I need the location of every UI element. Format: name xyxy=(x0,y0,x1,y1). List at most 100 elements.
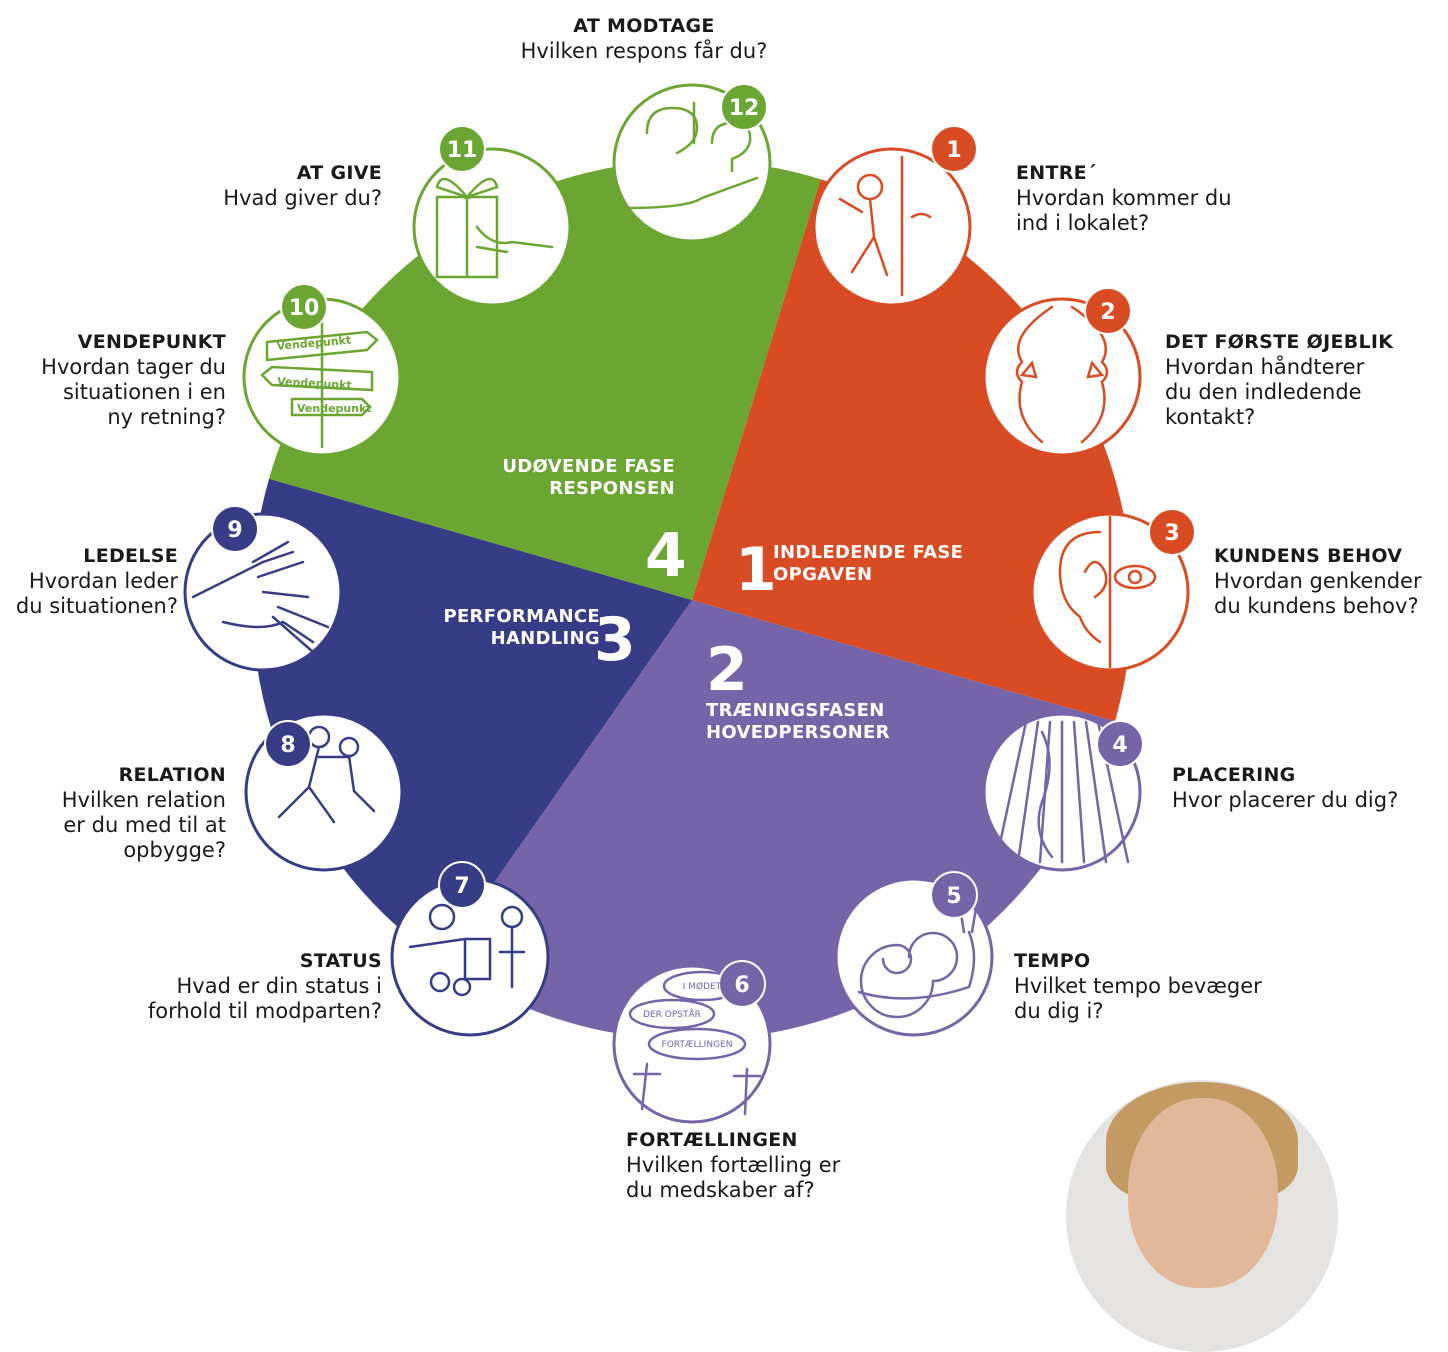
step-9-question: Hvordan leder du situationen? xyxy=(15,569,178,618)
phase-4-line2: RESPONSEN xyxy=(549,478,675,499)
step-1-ring xyxy=(812,147,972,307)
phase-wheel: 123456789VendepunktVendepunktVendepunkt1… xyxy=(183,83,1196,1124)
step-8-circle: 8 xyxy=(244,712,404,872)
step-2-circle: 2 xyxy=(982,287,1142,457)
step-12-title: AT MODTAGE xyxy=(573,15,715,37)
phase-3-line2: HANDLING xyxy=(490,628,600,649)
phase-4-number: 4 xyxy=(645,521,687,591)
step-5-question: Hvilket tempo bevæger du dig i? xyxy=(1014,974,1262,1023)
step-1-circle: 1 xyxy=(812,125,978,307)
step-9-badge-number: 9 xyxy=(227,518,242,543)
speech-bubble-text-2: DER OPSTÅR xyxy=(643,1008,701,1020)
ear-eye-icon xyxy=(1058,515,1157,669)
signpost-text-2: Vendepunkt xyxy=(277,375,352,392)
step-8-question: Hvilken relation er du med til at opbygg… xyxy=(61,788,226,862)
step-6-badge-number: 6 xyxy=(734,973,749,998)
phase-4-line1: UDØVENDE FASE xyxy=(502,456,675,477)
step-11-label: AT GIVE Hvad giver du? xyxy=(180,161,382,211)
step-3-question: Hvordan genkender du kundens behov? xyxy=(1214,569,1422,618)
step-7-label: STATUS Hvad er din status i forhold til … xyxy=(60,949,382,1024)
gift-icon xyxy=(435,177,554,279)
step-4-label: PLACERING Hvor placerer du dig? xyxy=(1172,763,1398,813)
speech-bubble-text-1: I MØDET xyxy=(683,981,722,992)
signpost-icon xyxy=(260,305,379,449)
step-2-badge xyxy=(1084,287,1132,335)
step-5-circle: 5 xyxy=(834,871,994,1037)
hands-icon xyxy=(191,540,330,654)
speech-bubble-text-3: FORTÆLLINGEN xyxy=(662,1040,733,1050)
step-11-circle: 11 xyxy=(412,125,572,307)
dancers-icon xyxy=(277,725,376,824)
step-8-badge-number: 8 xyxy=(280,733,295,758)
phase-4-label: UDØVENDE FASE RESPONSEN xyxy=(430,456,675,500)
phase-2-line2: HOVEDPERSONER xyxy=(706,722,890,743)
phase-1-label: INDLEDENDE FASE OPGAVEN xyxy=(773,542,963,586)
step-3-badge-number: 3 xyxy=(1164,521,1179,546)
step-7-circle: 7 xyxy=(390,861,550,1037)
step-12-badge xyxy=(720,83,768,131)
step-2-label: DET FØRSTE ØJEBLIK Hvordan håndterer du … xyxy=(1165,330,1393,430)
step-4-question: Hvor placerer du dig? xyxy=(1172,788,1399,812)
status-figures-icon xyxy=(408,903,526,997)
step-7-badge-number: 7 xyxy=(454,874,469,899)
step-7-question: Hvad er din status i forhold til modpart… xyxy=(147,974,382,1023)
phase-3-number: 3 xyxy=(594,605,636,675)
step-2-badge-number: 2 xyxy=(1100,300,1115,325)
step-2-question: Hvordan håndterer du den indledende kont… xyxy=(1165,355,1365,429)
step-1-badge-number: 1 xyxy=(946,138,961,163)
speech-bubbles-icon xyxy=(628,970,762,1116)
step-10-label: VENDEPUNKT Hvordan tager du situationen … xyxy=(10,330,226,430)
step-4-badge xyxy=(1096,720,1144,768)
step-8-badge xyxy=(264,720,312,768)
step-1-question: Hvordan kommer du ind i lokalet? xyxy=(1016,186,1232,235)
step-8-title: RELATION xyxy=(118,764,226,786)
step-5-badge xyxy=(930,871,978,919)
phase-2-line1: TRÆNINGSFASEN xyxy=(706,700,885,721)
phase-3-line1: PERFORMANCE xyxy=(443,606,600,627)
step-6-question: Hvilken fortælling er du medskaber af? xyxy=(626,1153,841,1202)
step-1-badge xyxy=(930,125,978,173)
step-12-question: Hvilken respons får du? xyxy=(520,39,768,63)
step-9-badge xyxy=(211,505,259,553)
sector-phase-4 xyxy=(269,159,821,601)
step-1-title: ENTRE´ xyxy=(1016,162,1097,184)
step-7-title: STATUS xyxy=(299,950,382,972)
portrait-photo xyxy=(1066,1080,1338,1352)
step-3-title: KUNDENS BEHOV xyxy=(1214,545,1403,567)
phase-1-line2: OPGAVEN xyxy=(773,564,873,585)
step-5-badge-number: 5 xyxy=(946,884,961,909)
step-6-circle: 6 xyxy=(612,960,772,1124)
step-1-label: ENTRE´ Hvordan kommer du ind i lokalet? xyxy=(1016,161,1232,236)
phase-2-number: 2 xyxy=(706,635,748,705)
step-9-title: LEDELSE xyxy=(83,545,178,567)
step-5-label: TEMPO Hvilket tempo bevæger du dig i? xyxy=(1014,949,1262,1024)
step-6-badge xyxy=(718,960,766,1008)
phase-2-label: TRÆNINGSFASEN HOVEDPERSONER xyxy=(706,700,890,744)
step-8-label: RELATION Hvilken relation er du med til … xyxy=(20,763,226,863)
phase-1-line1: INDLEDENDE FASE xyxy=(773,542,964,563)
step-11-ring xyxy=(412,147,572,307)
step-4-title: PLACERING xyxy=(1172,764,1296,786)
step-11-badge-number: 11 xyxy=(447,138,478,163)
step-9-label: LEDELSE Hvordan leder du situationen? xyxy=(2,544,178,619)
step-11-question: Hvad giver du? xyxy=(223,186,382,210)
step-4-circle: 4 xyxy=(982,712,1144,872)
step-6-title: FORTÆLLINGEN xyxy=(626,1129,798,1151)
step-7-badge xyxy=(438,861,486,909)
step-3-circle: 3 xyxy=(1030,508,1196,672)
phase-1-number: 1 xyxy=(735,535,777,605)
signpost-text-1: Vendepunkt xyxy=(276,334,352,353)
step-12-label: AT MODTAGE Hvilken respons får du? xyxy=(474,14,814,64)
step-10-title: VENDEPUNKT xyxy=(77,331,226,353)
door-entrance-icon xyxy=(838,155,932,297)
step-4-badge-number: 4 xyxy=(1112,733,1127,758)
step-12-badge-number: 12 xyxy=(729,96,760,121)
step-10-badge xyxy=(280,283,328,331)
step-9-circle: 9 xyxy=(183,505,343,672)
step-11-badge xyxy=(438,125,486,173)
step-3-label: KUNDENS BEHOV Hvordan genkender du kunde… xyxy=(1214,544,1422,619)
portrait-face xyxy=(1128,1098,1278,1288)
faces-meeting-icon xyxy=(1015,305,1109,444)
step-10-badge-number: 10 xyxy=(289,296,320,321)
step-5-title: TEMPO xyxy=(1014,950,1091,972)
